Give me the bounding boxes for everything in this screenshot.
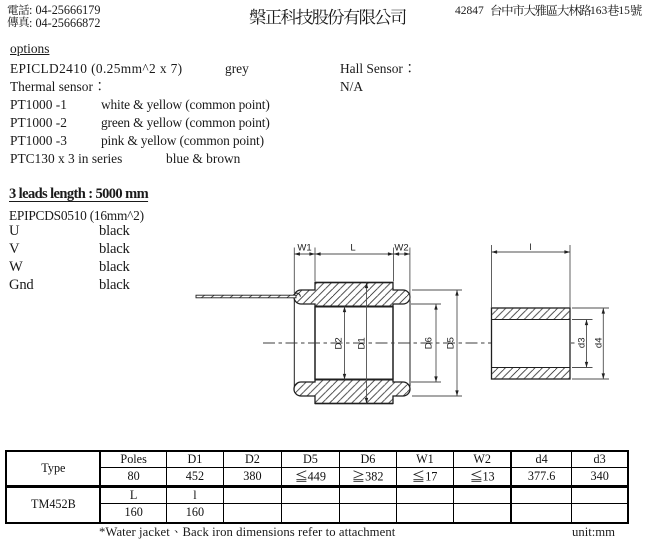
svg-text:d4: d4 [593, 338, 604, 349]
svg-text:l: l [529, 242, 531, 253]
svg-text:D5: D5 [446, 337, 457, 349]
svg-text:W2: W2 [394, 243, 408, 254]
svg-text:d3: d3 [576, 338, 587, 349]
svg-text:D2: D2 [334, 337, 345, 349]
svg-text:D1: D1 [356, 337, 367, 349]
svg-text:L: L [350, 243, 355, 254]
svg-text:W1: W1 [297, 243, 311, 254]
svg-text:D6: D6 [424, 337, 435, 349]
